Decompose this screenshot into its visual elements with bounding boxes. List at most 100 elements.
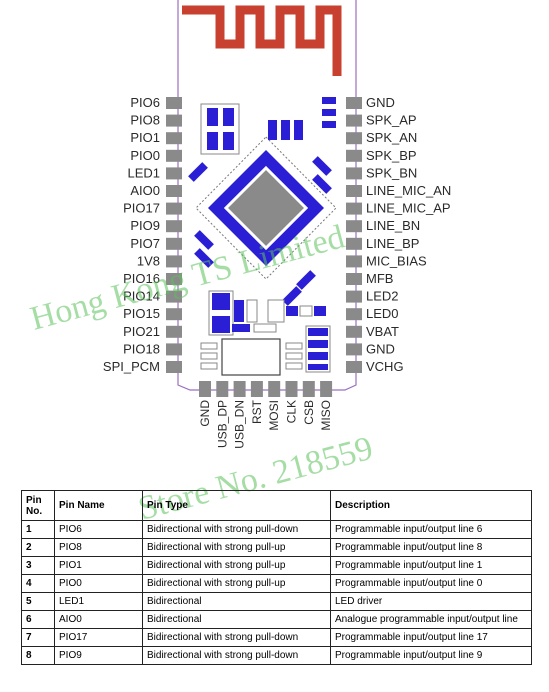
cell-pin-no: 5 xyxy=(21,592,55,611)
right-pin-label: GND xyxy=(366,341,395,356)
cell-description: Programmable input/output line 0 xyxy=(330,574,532,593)
cell-pin-name: PIO1 xyxy=(54,556,143,575)
right-pad xyxy=(346,325,362,338)
cell-pin-no: 2 xyxy=(21,538,55,557)
left-pad xyxy=(166,325,182,338)
right-pad xyxy=(346,202,362,215)
left-pin-label: PIO18 xyxy=(123,341,160,356)
bottom-pad xyxy=(268,381,281,397)
cell-pin-name: PIO0 xyxy=(54,574,143,593)
right-pin-label: LINE_BN xyxy=(366,218,420,233)
right-pin-label: LED2 xyxy=(366,289,399,304)
left-pin-label: PIO1 xyxy=(130,130,160,145)
right-pad xyxy=(346,255,362,268)
right-pad xyxy=(346,237,362,250)
right-pad xyxy=(346,361,362,373)
right-pad xyxy=(346,97,362,109)
cell-description: Programmable input/output line 6 xyxy=(330,520,532,539)
left-pin-label: PIO17 xyxy=(123,201,160,216)
left-pad xyxy=(166,185,182,197)
right-pin-label: GND xyxy=(366,95,395,110)
right-pin-label: MFB xyxy=(366,271,393,286)
left-pin-label: SPI_PCM xyxy=(103,359,160,374)
pin-pads xyxy=(166,97,362,397)
cell-description: Programmable input/output line 9 xyxy=(330,646,532,665)
left-pin-label: PIO16 xyxy=(123,271,160,286)
cell-pin-type: Bidirectional xyxy=(142,592,331,611)
right-pad xyxy=(346,114,362,127)
right-pad xyxy=(346,185,362,197)
cell-description: Programmable input/output line 17 xyxy=(330,628,532,647)
left-pad xyxy=(166,308,182,321)
bottom-pad xyxy=(320,381,333,397)
bottom-pad xyxy=(250,381,263,397)
left-pad xyxy=(166,237,182,250)
cell-pin-no: 3 xyxy=(21,556,55,575)
left-pad xyxy=(166,167,182,180)
watermark-line1: Hong Kong TS Limited xyxy=(26,218,348,337)
left-pin-label: PIO6 xyxy=(130,95,160,110)
right-pad xyxy=(346,167,362,180)
cell-description: Programmable input/output line 1 xyxy=(330,556,532,575)
right-pin-label: SPK_BP xyxy=(366,148,417,163)
left-pad xyxy=(166,202,182,215)
left-pad xyxy=(166,132,182,145)
left-pin-label: PIO14 xyxy=(123,289,160,304)
cell-pin-no: 4 xyxy=(21,574,55,593)
right-pin-label: LINE_BP xyxy=(366,236,419,251)
cell-pin-type: Bidirectional with strong pull-up xyxy=(142,538,331,557)
cell-pin-type: Bidirectional with strong pull-up xyxy=(142,556,331,575)
cell-pin-name: PIO8 xyxy=(54,538,143,557)
right-pad xyxy=(346,149,362,162)
cell-pin-no: 6 xyxy=(21,610,55,629)
right-pad xyxy=(346,308,362,321)
cell-pin-name: PIO9 xyxy=(54,646,143,665)
watermark: Hong Kong TS Limited Store No. 218559 xyxy=(26,218,376,527)
right-pad xyxy=(346,220,362,233)
left-pad xyxy=(166,290,182,303)
left-pad xyxy=(166,220,182,233)
bottom-pad xyxy=(216,381,229,397)
right-pin-label: VBAT xyxy=(366,324,399,339)
left-pad xyxy=(166,97,182,109)
bottom-pin-label: RST xyxy=(250,399,264,424)
right-pin-label: VCHG xyxy=(366,359,404,374)
cell-pin-no: 7 xyxy=(21,628,55,647)
header-description: Description xyxy=(330,490,532,521)
right-pin-label: LINE_MIC_AN xyxy=(366,183,451,198)
left-pin-label: PIO21 xyxy=(123,324,160,339)
left-pin-label: PIO9 xyxy=(130,218,160,233)
left-pad xyxy=(166,149,182,162)
cell-pin-type: Bidirectional with strong pull-down xyxy=(142,628,331,647)
right-pin-label: LED0 xyxy=(366,306,399,321)
cell-description: Programmable input/output line 8 xyxy=(330,538,532,557)
bottom-pad xyxy=(285,381,298,397)
cell-description: Analogue programmable input/output line xyxy=(330,610,532,629)
bottom-pin-label: CLK xyxy=(285,400,299,423)
bottom-pad xyxy=(302,381,315,397)
cell-description: LED driver xyxy=(330,592,532,611)
right-pin-label: MIC_BIAS xyxy=(366,253,427,268)
bottom-pad xyxy=(199,381,211,397)
left-pin-label: PIO7 xyxy=(130,236,160,251)
right-pad xyxy=(346,343,362,356)
left-pin-label: AIO0 xyxy=(130,183,160,198)
bottom-pin-label: CSB xyxy=(302,400,316,425)
cell-pin-type: Bidirectional with strong pull-down xyxy=(142,646,331,665)
right-pin-label: SPK_AP xyxy=(366,113,417,128)
left-pad xyxy=(166,343,182,356)
left-pad xyxy=(166,114,182,127)
header-pin-name: Pin Name xyxy=(54,490,143,521)
left-pin-label: PIO15 xyxy=(123,306,160,321)
left-pin-label: PIO8 xyxy=(130,113,160,128)
bottom-pad xyxy=(233,381,246,397)
left-pad xyxy=(166,255,182,268)
cell-pin-type: Bidirectional xyxy=(142,610,331,629)
